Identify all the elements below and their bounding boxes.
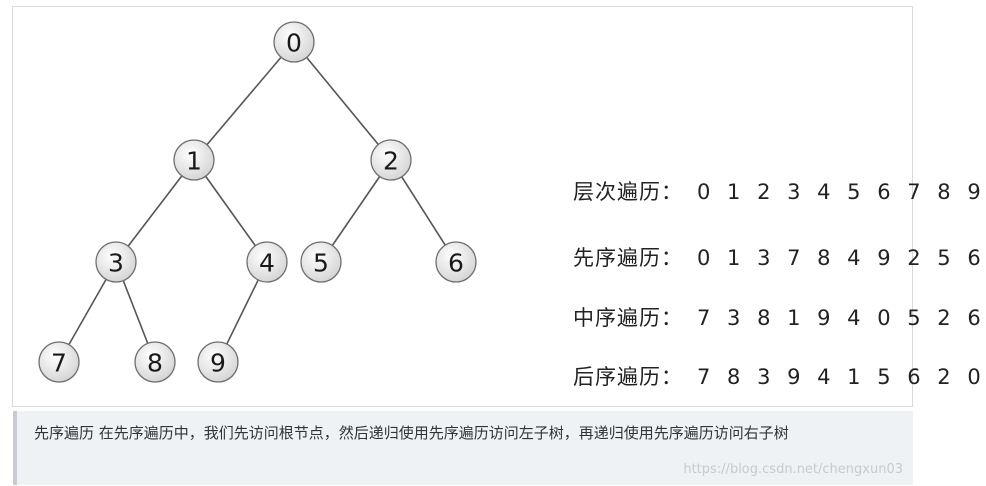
tree-edge-1-4	[204, 175, 257, 247]
traversal-pre-order: 先序遍历： 0 1 3 7 8 4 9 2 5 6	[573, 243, 986, 273]
tree-node-4: 4	[246, 241, 288, 283]
tree-edge-3-7	[68, 278, 107, 346]
tree-node-circle	[38, 341, 80, 383]
traversal-post-order: 后序遍历： 7 8 3 9 4 1 5 6 2 0	[573, 362, 986, 392]
tree-node-label: 9	[210, 349, 226, 378]
tree-node-circle	[435, 241, 477, 283]
figure-frame	[12, 6, 913, 407]
tree-edge-4-9	[226, 279, 259, 345]
tree-node-0: 0	[273, 21, 315, 63]
traversal-sequence: 0 1 3 7 8 4 9 2 5 6	[697, 246, 986, 270]
watermark: https://blog.csdn.net/chengxun03	[683, 462, 903, 477]
tree-node-circle	[300, 241, 342, 283]
tree-node-3: 3	[95, 241, 137, 283]
tree-node-label: 3	[108, 249, 124, 278]
traversal-sequence: 7 8 3 9 4 1 5 6 2 0	[697, 365, 986, 389]
tree-node-label: 7	[51, 349, 67, 378]
tree-node-circle	[370, 139, 412, 181]
traversal-label: 中序遍历：	[573, 306, 683, 330]
tree-edge-3-8	[122, 280, 149, 344]
traversal-label: 后序遍历：	[573, 365, 683, 389]
tree-node-6: 6	[435, 241, 477, 283]
traversal-in-order: 中序遍历： 7 3 8 1 9 4 0 5 2 6	[573, 303, 986, 333]
tree-edges	[68, 56, 446, 346]
tree-node-label: 1	[186, 147, 202, 176]
traversal-sequence: 7 3 8 1 9 4 0 5 2 6	[697, 306, 986, 330]
tree-edge-2-5	[331, 176, 381, 246]
tree-node-circle	[134, 341, 176, 383]
traversal-label: 层次遍历：	[573, 180, 683, 204]
tree-node-label: 0	[286, 29, 302, 58]
caption-blockquote: 先序遍历 在先序遍历中，我们先访问根节点，然后递归使用先序遍历访问左子树，再递归…	[13, 411, 913, 485]
tree-node-9: 9	[197, 341, 239, 383]
traversal-sequence: 0 1 2 3 4 5 6 7 8 9	[697, 180, 986, 204]
tree-edge-0-2	[306, 56, 379, 146]
tree-node-2: 2	[370, 139, 412, 181]
tree-node-8: 8	[134, 341, 176, 383]
tree-node-label: 8	[147, 349, 163, 378]
tree-edge-1-3	[127, 175, 183, 247]
tree-node-circle	[273, 21, 315, 63]
tree-node-7: 7	[38, 341, 80, 383]
tree-node-label: 4	[259, 249, 275, 278]
figure-container: 0 1 2 3 4 5 6 7 8 9 层次遍历： 0 1 2 3 4 5 6 7 8 9 先序遍历…	[12, 6, 981, 485]
tree-edge-2-6	[401, 176, 446, 246]
binary-tree-diagram: 0 1 2 3 4 5 6 7 8 9	[38, 21, 477, 383]
tree-node-label: 2	[383, 147, 399, 176]
tree-nodes: 0 1 2 3 4 5 6 7 8 9	[38, 21, 477, 383]
tree-node-circle	[173, 139, 215, 181]
tree-node-circle	[197, 341, 239, 383]
tree-node-5: 5	[300, 241, 342, 283]
tree-node-label: 5	[313, 249, 329, 278]
tree-edge-0-1	[206, 56, 282, 146]
tree-node-circle	[246, 241, 288, 283]
traversal-label: 先序遍历：	[573, 246, 683, 270]
caption-text: 先序遍历 在先序遍历中，我们先访问根节点，然后递归使用先序遍历访问左子树，再递归…	[34, 424, 789, 442]
tree-node-label: 6	[448, 249, 464, 278]
tree-node-circle	[95, 241, 137, 283]
tree-node-1: 1	[173, 139, 215, 181]
traversal-level-order: 层次遍历： 0 1 2 3 4 5 6 7 8 9	[573, 177, 986, 207]
